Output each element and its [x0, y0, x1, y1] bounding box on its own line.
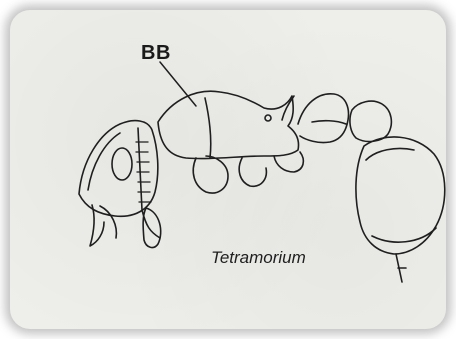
ant-mesosoma-suture [205, 98, 211, 158]
ant-antenna-segments [136, 142, 151, 202]
ant-petiole [298, 94, 348, 143]
ant-postpetiole [350, 101, 391, 141]
genus-label: Tetramorium [211, 248, 306, 268]
ant-gaster [356, 137, 445, 254]
ant-antenna-club [143, 208, 161, 247]
ant-petiole-line [312, 121, 346, 124]
ant-mesosoma [158, 91, 299, 158]
ant-leg-front [193, 156, 228, 193]
ant-gaster-segment-2 [366, 148, 414, 160]
ant-sting [396, 254, 406, 282]
ant-eye [112, 148, 132, 180]
callout-label: BB [141, 42, 171, 65]
ant-head-inner [88, 133, 120, 190]
ant-spiracle [265, 115, 271, 121]
ant-leg-mid [239, 158, 266, 186]
callout-leader-line [160, 62, 196, 106]
